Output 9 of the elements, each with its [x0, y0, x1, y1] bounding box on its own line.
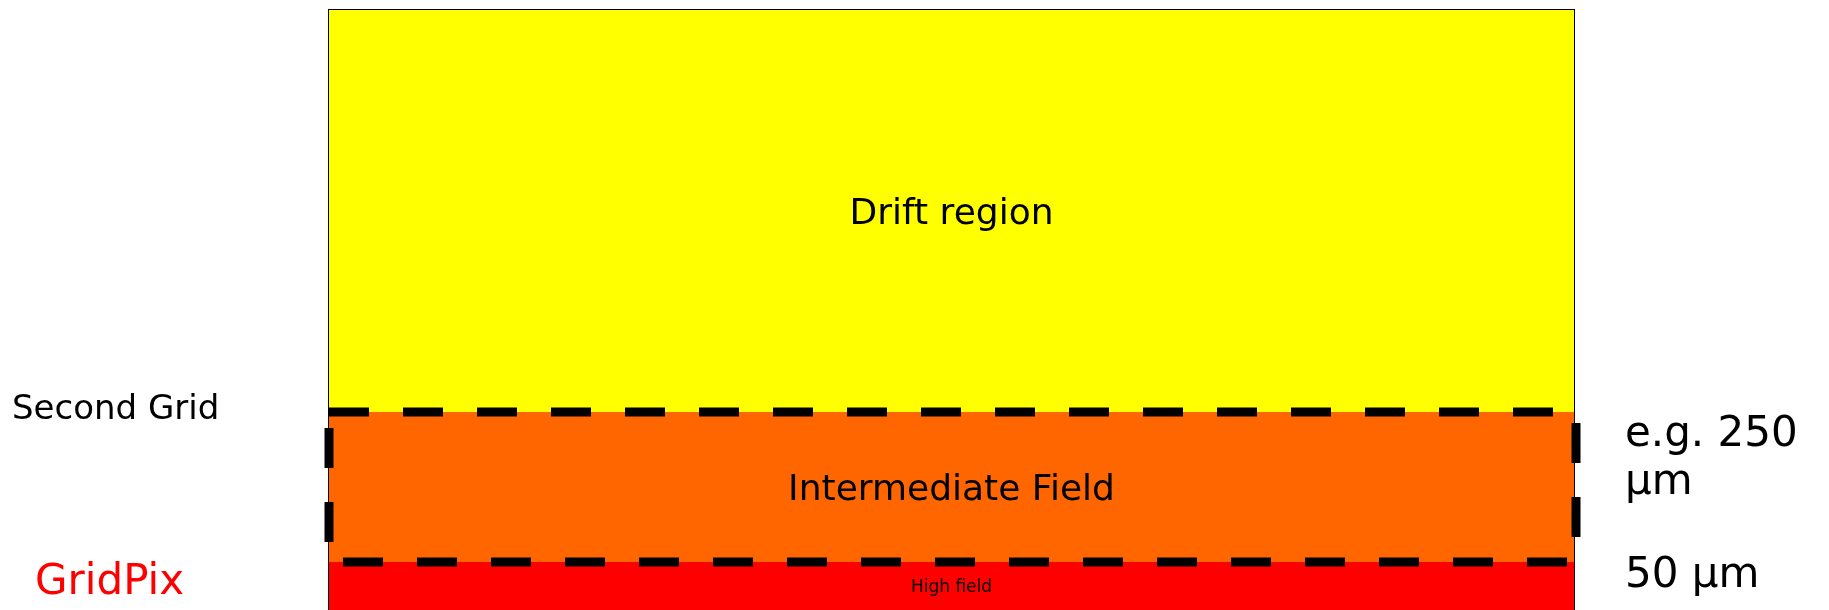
detector-label: GridPix [35, 556, 185, 605]
thickness-label: e.g. 250 µm [1625, 408, 1799, 505]
grid-label: Second Grid [12, 388, 220, 428]
thickness-label: 50 µm [1625, 549, 1760, 598]
layer-label: Drift region [849, 190, 1054, 232]
layer-label: Intermediate Field [788, 466, 1115, 508]
high-field-layer [328, 562, 1575, 610]
drift-region-layer [328, 9, 1575, 412]
layer-label: High field [910, 576, 993, 596]
